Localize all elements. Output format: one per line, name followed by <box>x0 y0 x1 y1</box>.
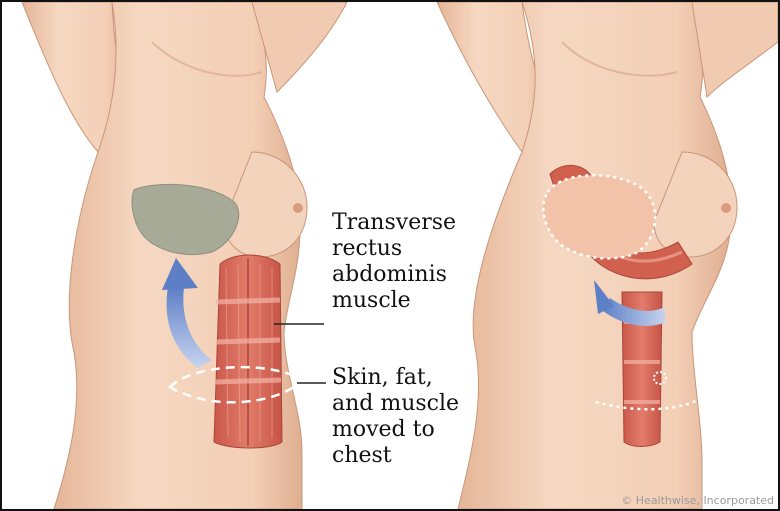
flap-label: Skin, fat, and muscle moved to chest <box>332 365 459 469</box>
copyright-credit: © Healthwise, Incorporated <box>621 494 774 507</box>
rectus-muscle-left <box>214 255 282 448</box>
muscle-label: Transverse rectus abdominis muscle <box>332 210 456 314</box>
left-torso <box>22 2 347 509</box>
